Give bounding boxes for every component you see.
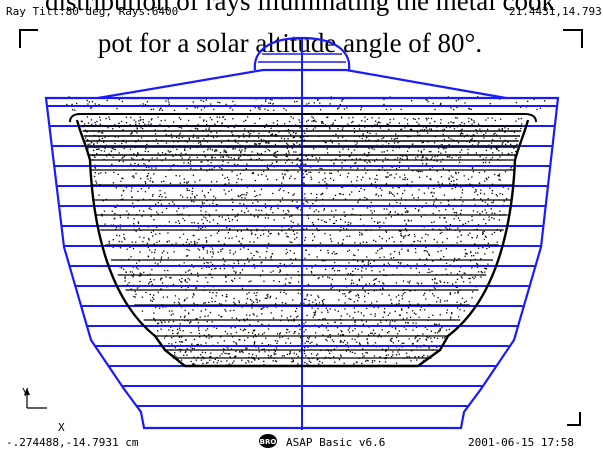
coordinate-readout: 21.4431,14.7931 — [509, 5, 603, 18]
asap-logo: BRO — [259, 434, 277, 448]
x-axis-label: X — [58, 421, 65, 434]
pot-bands — [81, 125, 523, 359]
software-version: ASAP Basic v6.6 — [286, 436, 385, 449]
corner-mark-top-right — [563, 29, 583, 48]
corner-mark-top-left — [19, 29, 38, 48]
origin-readout: -.274488,-14.7931 cm — [6, 436, 139, 449]
cooking-pot — [69, 113, 537, 368]
ray-info-label: Ray Tilt:80 deg, Rays:6400 — [6, 5, 178, 18]
caption-line-1: distribution of rays illuminating the me… — [45, 0, 555, 16]
y-axis-label: Y — [22, 386, 29, 399]
solar-reflector — [44, 36, 560, 430]
svg-text:BRO: BRO — [260, 438, 277, 446]
reflector-outline — [44, 96, 560, 430]
pot-body — [75, 119, 530, 368]
corner-mark-bottom-right — [567, 412, 581, 426]
caption-line-2: pot for a solar altitude angle of 80°. — [98, 28, 482, 58]
pot-rim — [69, 113, 537, 123]
timestamp: 2001-06-15 17:58 — [468, 436, 574, 449]
axis-indicator: Y X — [22, 386, 65, 434]
